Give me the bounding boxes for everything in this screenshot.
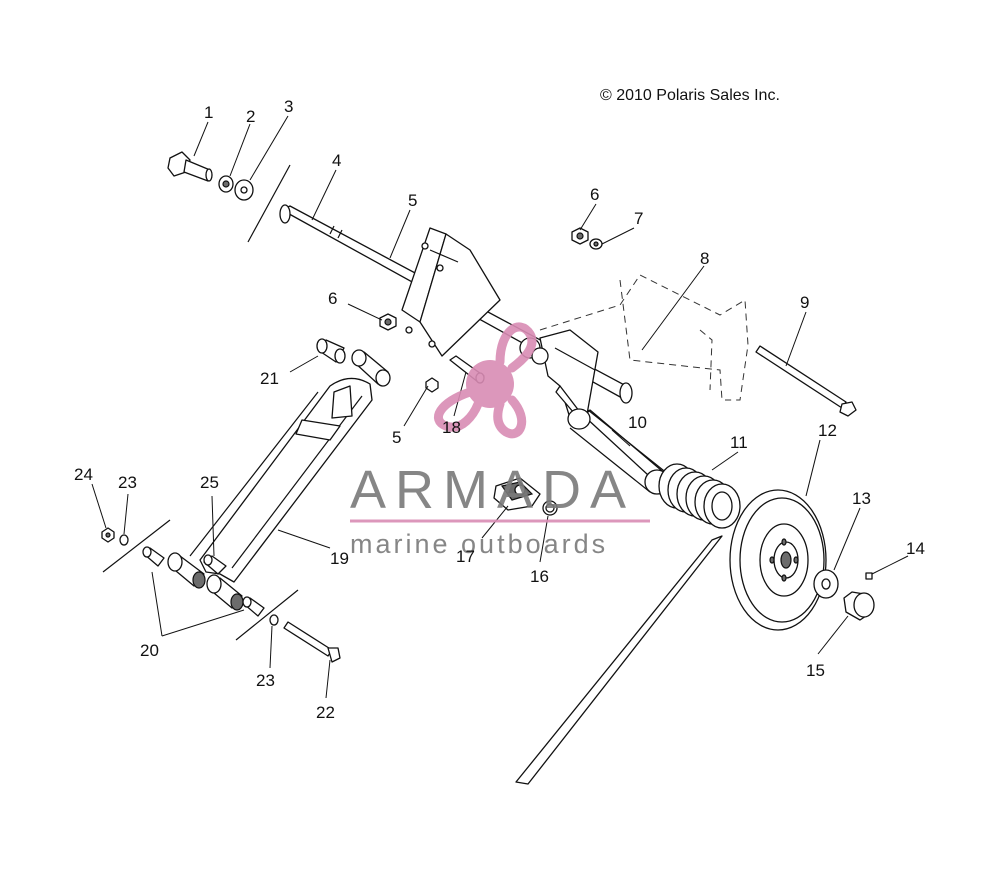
callout-23: 23 [118,473,137,492]
callout-18: 18 [442,418,461,437]
callout-14: 14 [906,539,925,558]
callout-8: 8 [700,249,709,268]
washer-part [234,179,254,201]
callout-12: 12 [818,421,837,440]
callout-22: 22 [316,703,335,722]
tube-part [567,408,670,495]
bushing-part [351,349,391,387]
cap-part [843,591,875,621]
swing-arm-part [189,377,373,583]
callout-6: 6 [590,185,599,204]
callout-3: 3 [284,97,293,116]
washer-part [589,238,603,250]
washer-part [119,534,129,546]
callout-23: 23 [256,671,275,690]
copyright-notice: © 2010 Polaris Sales Inc. [600,87,780,104]
mounting-bracket [401,227,501,357]
watermark-tagline: marine outboards [350,529,608,559]
bushing-part [206,574,244,611]
nut-part [571,227,589,245]
callout-2: 2 [246,107,255,126]
washer-part [269,614,279,626]
callout-labels: 1 2 3 4 5 6 7 8 9 6 21 5 18 10 11 12 13 … [74,97,925,722]
callout-11: 11 [730,433,748,452]
callout-10: 10 [628,413,647,432]
callout-17: 17 [456,547,475,566]
bolt-part [283,621,341,663]
sleeve-part [242,596,265,617]
callout-16: 16 [530,567,549,586]
callout-6: 6 [328,289,337,308]
frame-outline [539,274,749,401]
bushing-part [167,552,206,589]
propeller-logo-icon [434,322,537,439]
callout-5: 5 [392,428,401,447]
o-ring-part [542,500,558,516]
callout-24: 24 [74,465,93,484]
callout-1: 1 [204,103,213,122]
watermark-brand: ARMADA [350,460,635,520]
cut-lines [102,164,299,641]
watermark: ARMADA marine outboards [350,322,650,559]
callout-4: 4 [332,151,341,170]
washer-part [218,175,234,193]
torsion-spring-part [515,463,741,785]
block-part [493,477,541,511]
bushing-part [316,338,346,364]
callout-7: 7 [634,209,643,228]
callout-15: 15 [806,661,825,680]
bolt-part [167,151,213,182]
rear-bracket [519,329,599,421]
washer-part [813,569,839,599]
small-nut-part [425,377,439,393]
pulley-part [729,489,827,631]
set-screw-part [865,572,873,580]
callout-20: 20 [140,641,159,660]
pin-part [203,554,227,575]
nut-part [379,313,397,331]
nut-part [101,527,115,543]
callout-9: 9 [800,293,809,312]
callout-25: 25 [200,473,219,492]
callout-19: 19 [330,549,349,568]
callout-13: 13 [852,489,871,508]
callout-21: 21 [260,369,279,388]
leader-lines [91,115,909,699]
sleeve-part [142,546,165,567]
callout-5: 5 [408,191,417,210]
long-bolt-part [755,345,857,417]
